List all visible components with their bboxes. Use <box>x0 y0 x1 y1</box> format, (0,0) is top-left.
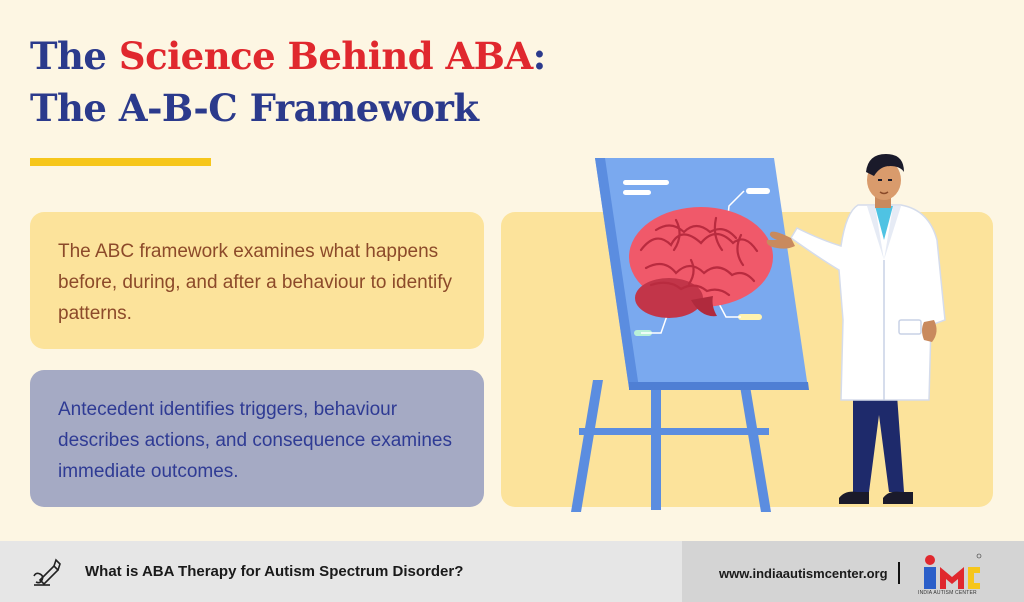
doctor-icon <box>766 154 946 504</box>
brain-icon <box>629 207 773 318</box>
info-card-components: Antecedent identifies triggers, behaviou… <box>30 370 484 507</box>
info-card-text: Antecedent identifies triggers, behaviou… <box>58 399 452 482</box>
india-autism-center-logo-icon <box>924 553 982 589</box>
title-part2: : <box>532 34 547 78</box>
title-line2: The A-B-C Framework <box>30 86 479 130</box>
doctor-brain-illustration <box>571 154 946 512</box>
footer-website-link[interactable]: www.indiaautismcenter.org <box>719 566 888 581</box>
easel-icon <box>571 380 771 512</box>
logo-caption: INDIA AUTISM CENTER <box>918 590 977 596</box>
title-underline <box>30 158 211 166</box>
page-title: The Science Behind ABA: The A-B-C Framew… <box>30 30 546 134</box>
footer-brand-area: www.indiaautismcenter.org INDIA AUTISM C… <box>682 541 1024 602</box>
pen-paper-icon <box>33 558 61 586</box>
info-card-text: The ABC framework examines what happens … <box>58 241 452 324</box>
footer: What is ABA Therapy for Autism Spectrum … <box>0 541 1024 602</box>
footer-divider <box>898 562 900 584</box>
info-card-abc: The ABC framework examines what happens … <box>30 212 484 349</box>
title-part1: The <box>30 34 119 78</box>
title-accent: Science Behind ABA <box>118 34 533 78</box>
footer-article-title[interactable]: What is ABA Therapy for Autism Spectrum … <box>85 563 464 580</box>
